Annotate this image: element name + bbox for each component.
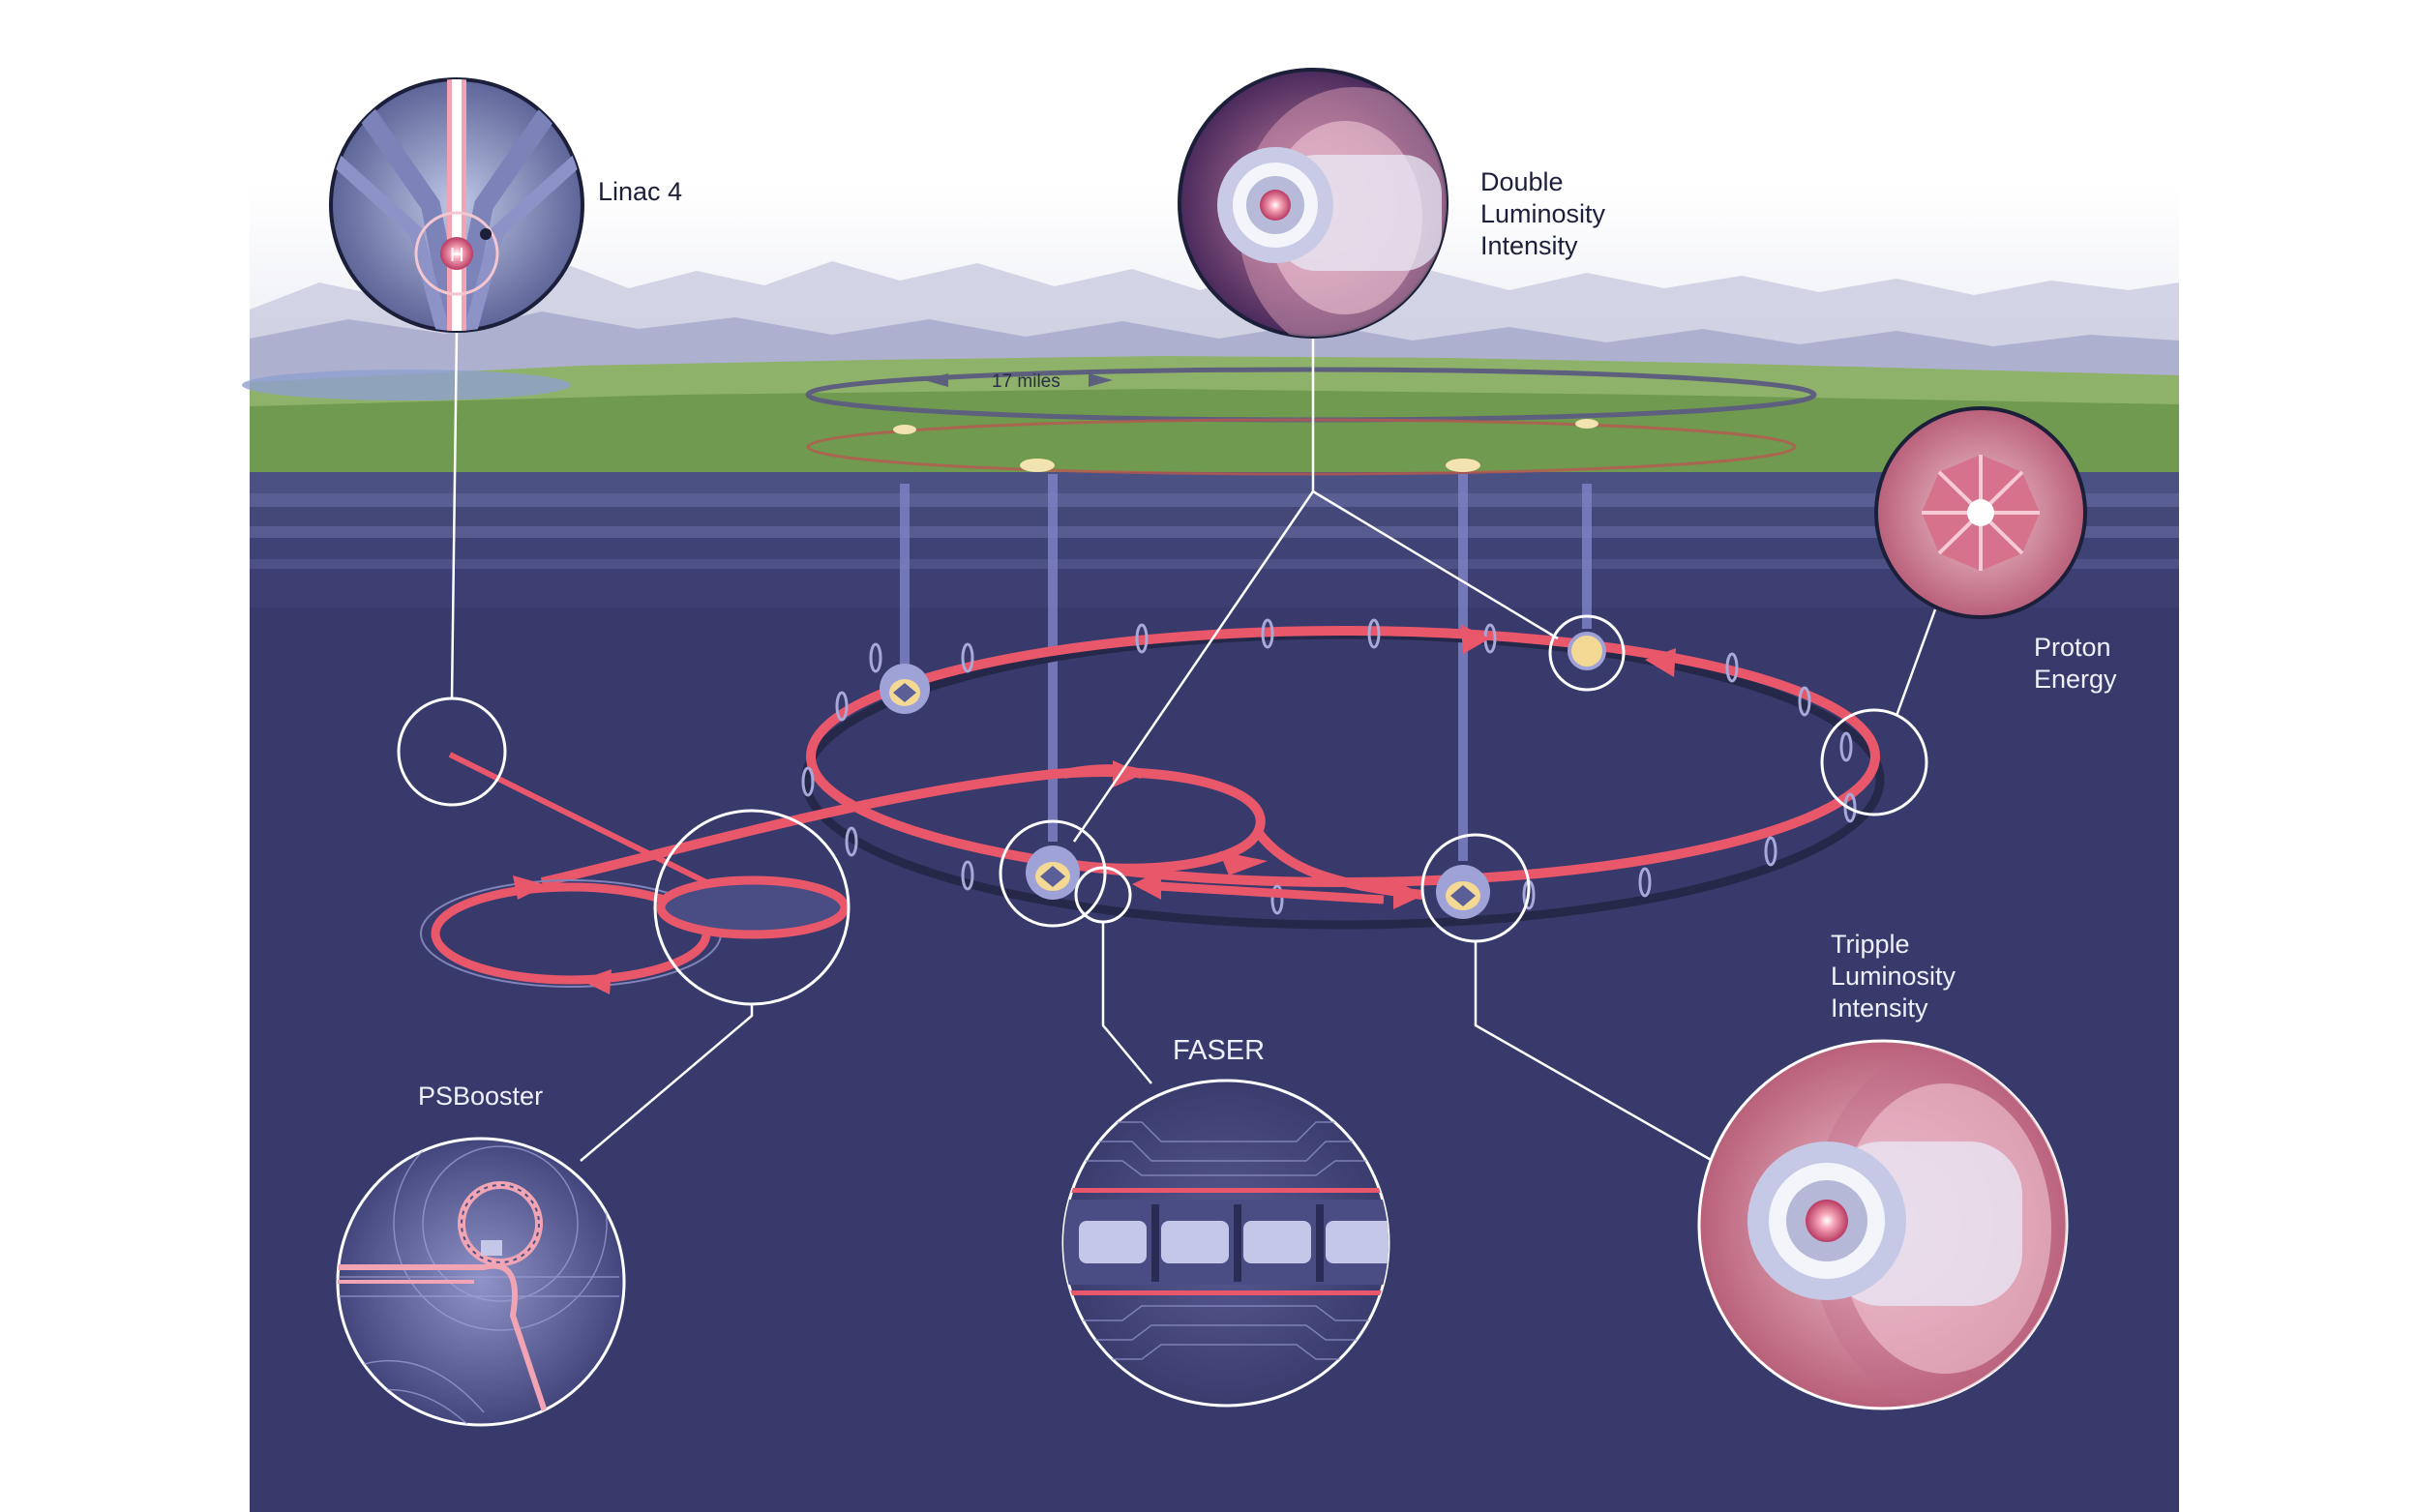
detector-atlas-icon <box>880 664 930 714</box>
detector-alice-icon <box>1436 865 1490 919</box>
double-luminosity-label: Double Luminosity Intensity <box>1480 166 1605 262</box>
triple-label-line-3: Intensity <box>1831 993 1956 1024</box>
triple-label-line-2: Luminosity <box>1831 961 1956 993</box>
faser-label-text: FASER <box>1173 1035 1265 1067</box>
proton-energy-label: Proton Energy <box>2034 632 2117 696</box>
detector-lhcb-icon <box>1569 634 1604 668</box>
double-label-line-1: Double <box>1480 166 1605 198</box>
double-label-line-3: Intensity <box>1480 230 1605 262</box>
faser-callout <box>1063 1081 1393 1406</box>
faser-label: FASER <box>1173 1035 1265 1067</box>
triple-label-line-1: Tripple <box>1831 929 1956 961</box>
triple-luminosity-label: Tripple Luminosity Intensity <box>1831 929 1956 1024</box>
hydrogen-atom-icon: H <box>450 245 463 266</box>
proton-label-line-1: Proton <box>2034 632 2117 664</box>
psbooster-label-text: PSBooster <box>418 1081 543 1112</box>
linac-label-text: Linac 4 <box>598 176 682 208</box>
detector-cms-icon <box>1026 845 1080 900</box>
linac-label: Linac 4 <box>598 176 682 208</box>
double-label-line-2: Luminosity <box>1480 198 1605 230</box>
distance-label: 17 miles <box>992 371 1060 392</box>
psbooster-label: PSBooster <box>418 1081 543 1112</box>
proton-label-line-2: Energy <box>2034 664 2117 696</box>
proton-energy-callout <box>1876 408 2085 617</box>
